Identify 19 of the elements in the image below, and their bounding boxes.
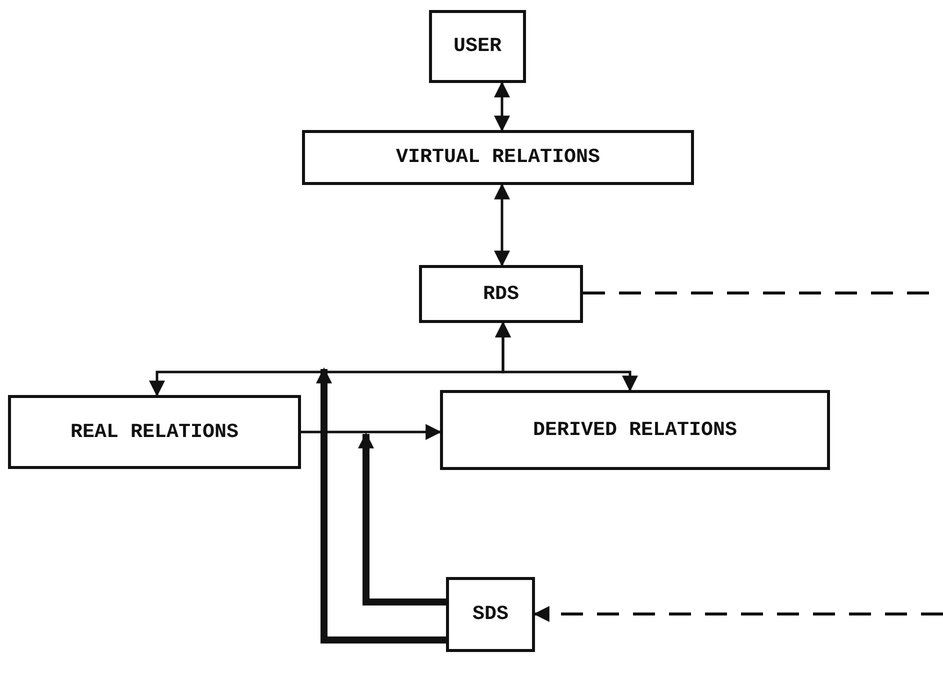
process-box — [440, 390, 830, 470]
process-box — [446, 577, 535, 652]
arrow — [316, 367, 446, 644]
box-label: DERIVED RELATIONS — [532, 418, 738, 442]
box-label: USER — [453, 35, 502, 58]
process-box — [429, 10, 526, 83]
box-label: REAL RELATIONS — [70, 420, 239, 444]
process-box — [302, 130, 694, 185]
arrow — [358, 432, 446, 606]
process-box — [8, 395, 301, 469]
dashed-connector — [533, 606, 943, 622]
arrow — [494, 183, 510, 267]
box-label: SDS — [472, 603, 508, 626]
box-label: RDS — [482, 282, 519, 306]
arrow — [494, 81, 510, 132]
box-label: VIRTUAL RELATIONS — [396, 146, 600, 169]
arrow — [495, 321, 638, 392]
process-box — [419, 265, 583, 323]
arrow — [301, 424, 442, 440]
